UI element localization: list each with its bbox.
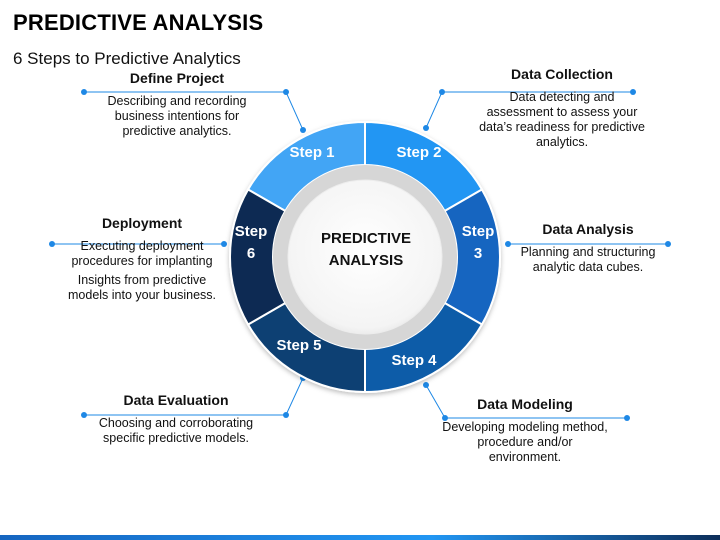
callout-title: Data Modeling <box>477 396 573 412</box>
callout-description: Describing and recording business intent… <box>107 94 247 138</box>
center-disc <box>287 179 443 335</box>
connector-lines <box>49 89 671 421</box>
connector-dot <box>423 382 429 388</box>
callout-description: Planning and structuring analytic data c… <box>520 245 656 274</box>
callout-data-collection: Data Collection Data detecting and asses… <box>478 66 646 150</box>
connector-dot <box>283 89 289 95</box>
connector-dot <box>81 89 87 95</box>
callout-description: Choosing and corroborating specific pred… <box>98 416 254 445</box>
callout-title: Define Project <box>129 70 225 86</box>
callout-description: Developing modeling method, procedure an… <box>442 420 608 464</box>
callout-description: Data detecting and assessment to assess … <box>479 90 645 149</box>
connector-dot <box>665 241 671 247</box>
step-ring <box>229 120 501 394</box>
label-step-1: Step 1 <box>289 144 334 161</box>
center-label-line1: PREDICTIVE <box>321 230 411 247</box>
callout-title: Data Collection <box>511 66 613 82</box>
label-step-5: Step 5 <box>276 337 321 354</box>
bottom-accent-bar <box>0 535 720 540</box>
callout-data-modeling: Data Modeling Developing modeling method… <box>442 396 608 465</box>
label-step-2: Step 2 <box>396 144 441 161</box>
center-label-line2: ANALYSIS <box>329 252 403 269</box>
callout-title: Data Evaluation <box>123 392 229 408</box>
connector-dot <box>630 89 636 95</box>
connector-dot <box>283 412 289 418</box>
callout-define-project: Define Project Describing and recording … <box>92 70 262 139</box>
callout-data-evaluation: Data Evaluation Choosing and corroborati… <box>96 392 256 446</box>
connector-dot <box>221 241 227 247</box>
callout-title: Deployment <box>101 215 183 231</box>
connector-dot <box>81 412 87 418</box>
connector-dot <box>423 125 429 131</box>
callout-title: Data Analysis <box>542 221 634 237</box>
connector-dot <box>49 241 55 247</box>
label-step-4: Step 4 <box>391 352 437 369</box>
callout-deployment: Deployment Executing deployment procedur… <box>58 215 226 303</box>
callout-description: Executing deployment procedures for impl… <box>71 239 213 268</box>
page-title: PREDICTIVE ANALYSIS <box>13 10 264 35</box>
connector-dot <box>505 241 511 247</box>
connector-dot <box>624 415 630 421</box>
callout-description-continued: Insights from predictive models into you… <box>68 273 216 302</box>
callout-data-analysis: Data Analysis Planning and structuring a… <box>508 221 668 275</box>
page-subtitle: 6 Steps to Predictive Analytics <box>13 49 241 68</box>
connector-dot <box>439 89 445 95</box>
connector-dot <box>300 127 306 133</box>
connector-dot <box>442 415 448 421</box>
